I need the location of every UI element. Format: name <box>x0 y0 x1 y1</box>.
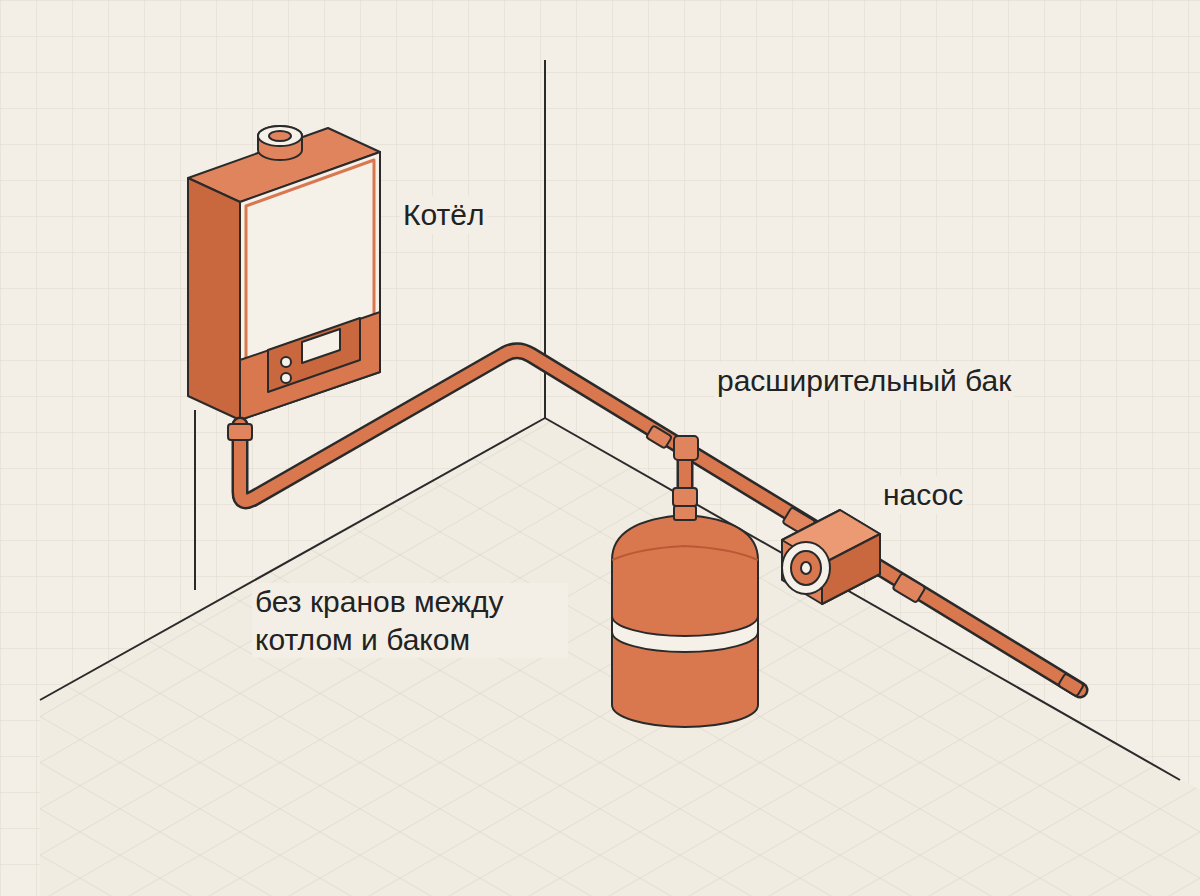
boiler-label: Котёл <box>400 196 487 234</box>
tank-label: расширительный бак <box>714 362 1014 400</box>
note-label: без кранов между котлом и баком <box>252 583 568 658</box>
room-edges <box>40 60 1180 780</box>
pump-label: насос <box>880 476 966 514</box>
pump <box>782 507 926 604</box>
boiler <box>188 126 380 420</box>
expansion-tank <box>612 506 758 727</box>
